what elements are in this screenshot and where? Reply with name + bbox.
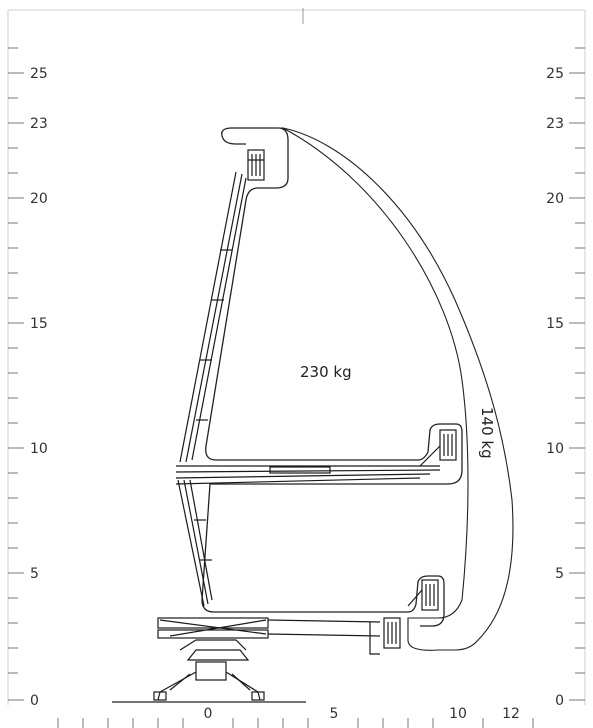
left-axis-ticks: [8, 47, 24, 701]
bottom-axis-labels: 0 5 10 12: [204, 706, 520, 722]
y-label-right-10: 10: [546, 441, 564, 457]
outer-envelope-140kg: [232, 127, 514, 651]
right-axis-ticks: [569, 47, 585, 701]
inner-envelope-230kg: [201, 127, 463, 627]
y-label-left-15: 15: [30, 316, 48, 332]
horizontal-boom-upper: [175, 429, 457, 485]
y-label-right-0: 0: [555, 693, 564, 709]
stowed-boom: [157, 617, 401, 655]
y-label-left-5: 5: [30, 566, 39, 582]
x-label-10: 10: [449, 706, 467, 722]
top-basket: [247, 149, 265, 181]
y-label-right-20: 20: [546, 191, 564, 207]
x-label-12: 12: [502, 706, 520, 722]
lower-boom: [177, 479, 213, 607]
right-axis-labels: 25 23 20 15 10 5 0: [546, 66, 564, 709]
y-label-left-23: 23: [30, 116, 48, 132]
y-label-right-15: 15: [546, 316, 564, 332]
y-label-left-20: 20: [30, 191, 48, 207]
lower-basket: [407, 579, 439, 611]
x-label-0: 0: [204, 706, 213, 722]
y-label-right-5: 5: [555, 566, 564, 582]
capacity-label-inner: 230 kg: [300, 363, 352, 381]
y-label-right-23: 23: [546, 116, 564, 132]
chart-frame: [7, 8, 586, 705]
y-label-left-0: 0: [30, 693, 39, 709]
capacity-label-outer: 140 kg: [478, 407, 496, 459]
y-label-right-25: 25: [546, 66, 564, 82]
left-axis-labels: 25 23 20 15 10 5 0: [30, 66, 48, 709]
upper-boom: [179, 171, 247, 463]
x-label-5: 5: [330, 706, 339, 722]
top-cap: [221, 127, 246, 145]
y-label-left-25: 25: [30, 66, 48, 82]
chassis: [153, 639, 265, 701]
y-label-left-10: 10: [30, 441, 48, 457]
bottom-axis-ticks: [57, 718, 534, 728]
